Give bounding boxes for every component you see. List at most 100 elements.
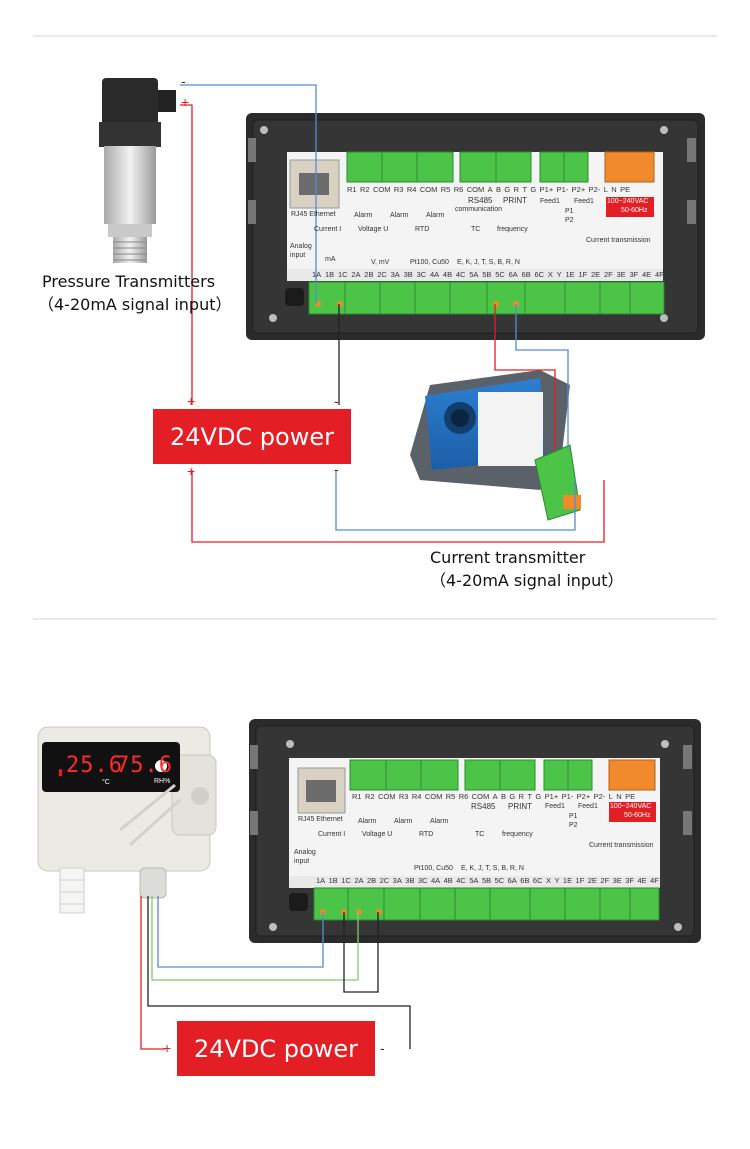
terminal-label: 4A <box>430 876 441 885</box>
terminal-label: 6C <box>534 270 545 279</box>
terminal-label: R3 <box>398 792 409 801</box>
terminal-label: 4B <box>443 876 453 885</box>
terminal-label: PE <box>625 792 636 801</box>
terminal-label: R <box>518 792 525 801</box>
wires-section-1 <box>180 84 605 543</box>
humidity-hum-unit: RH% <box>154 778 171 785</box>
humidity-temp-unit: °C <box>102 779 110 786</box>
terminal-label: N <box>616 792 622 801</box>
terminal-label: COM <box>419 185 438 194</box>
power2-minus-sign: - <box>380 1040 385 1056</box>
terminal-label: 2A <box>351 270 361 279</box>
current-transmission-label-1: Current transmission <box>586 237 651 244</box>
terminal-label: L <box>608 792 613 801</box>
power1-top-plus: + <box>187 393 196 409</box>
terminal-label: 2E <box>590 270 601 279</box>
terminal-label: R <box>513 185 520 194</box>
terminal-label: 1B <box>328 876 338 885</box>
power-minus-to-ct-wire <box>335 470 576 531</box>
analog-input-label-2: Analog input <box>294 849 316 865</box>
terminal-label: COM <box>471 792 490 801</box>
controller-panel-2 <box>249 719 701 943</box>
terminal-label: 3F <box>625 876 635 885</box>
current-transmitter-label: Current transmitter <box>430 548 586 567</box>
analog-input-label-1: Analog input <box>290 243 312 259</box>
terminal-label: COM <box>372 185 391 194</box>
terminal-label: 1C <box>341 876 351 885</box>
terminal-label: Y <box>554 876 560 885</box>
power2-plus-sign: + <box>163 1040 172 1056</box>
alarm-label-1a: Alarm <box>354 212 373 219</box>
feed1-label-2b: Feed1 <box>578 803 598 810</box>
terminal-label: R2 <box>364 792 375 801</box>
terminal-label: P2- <box>593 792 606 801</box>
current-transmitter-sublabel: （4-20mA signal input） <box>430 571 624 590</box>
terminal-label: B <box>500 792 506 801</box>
terminal-label: 1F <box>578 270 588 279</box>
humidity-black-wire <box>147 896 411 1049</box>
print-label-1: PRINT <box>503 196 527 205</box>
terminal-label: L <box>603 185 608 194</box>
terminal-label: 6A <box>507 876 517 885</box>
terminal-label: 5B <box>482 270 492 279</box>
terminal-label: R6 <box>453 185 464 194</box>
rtd-label-1: RTD <box>415 226 430 233</box>
power-block-2: 24VDC power <box>177 1021 375 1076</box>
terminal-label: R6 <box>458 792 469 801</box>
tc-types-label-1: E, K, J, T, S, B, R, N <box>457 259 520 266</box>
terminal-label: 3B <box>403 270 413 279</box>
terminal-label: 2C <box>377 270 387 279</box>
humidity-display-hum: 75.6 <box>116 753 173 778</box>
terminal-label: 1F <box>575 876 585 885</box>
terminal-label: 1B <box>324 270 335 279</box>
terminal-label: A <box>487 185 493 194</box>
terminal-label: R1 <box>347 185 357 194</box>
terminal-label: 4F <box>650 876 659 885</box>
terminal-label: X <box>547 270 553 279</box>
power1-bottom-minus: - <box>334 461 339 477</box>
wires-section-2 <box>140 896 411 1050</box>
terminal-label: 5C <box>495 270 505 279</box>
terminal-label: 5C <box>494 876 505 885</box>
power-plus-wire <box>191 470 605 543</box>
terminal-label: 2B <box>364 270 374 279</box>
supply-label-2: 100~240VAC <box>610 803 652 810</box>
feed1-label-1b: Feed1 <box>574 198 594 205</box>
terminal-label: 2B <box>366 876 377 885</box>
terminal-label: 3B <box>405 876 415 885</box>
rtd-label-2: RTD <box>419 831 434 838</box>
p1-label-2: P1 <box>569 813 578 820</box>
terminal-label: G <box>535 792 542 801</box>
pressure-minus-sign: - <box>181 73 186 89</box>
ethernet-label-1: RJ45 Ethernet <box>291 211 336 218</box>
terminal-label: 4F <box>654 270 664 279</box>
terminal-label: 3A <box>392 876 402 885</box>
terminal-label: 6B <box>520 876 530 885</box>
terminal-label: 1E <box>565 270 575 279</box>
power1-top-minus: - <box>334 393 339 409</box>
tc-label-2: TC <box>475 831 485 838</box>
voltage-u-label-2: Voltage U <box>362 831 393 838</box>
terminal-label: 2C <box>379 876 390 885</box>
feed1-label-1a: Feed1 <box>540 198 560 205</box>
rs485-label-1: RS485 <box>468 196 493 205</box>
6b-to-ct-wire <box>515 304 569 450</box>
terminal-label: T <box>527 792 533 801</box>
terminal-label: COM <box>466 185 485 194</box>
terminal-label: 4B <box>442 270 453 279</box>
terminal-label: 1A <box>312 270 322 279</box>
humidity-display-temp: 25.6 <box>66 753 123 778</box>
terminal-label: G <box>504 185 511 194</box>
controller-panel-1 <box>246 113 705 340</box>
terminal-label: 4A <box>429 270 440 279</box>
terminal-label: 5A <box>469 270 479 279</box>
terminal-label: 2F <box>603 270 613 279</box>
p1-label-1: P1 <box>565 208 574 215</box>
terminal-label: P1- <box>556 185 569 194</box>
ma-label-1: mA <box>325 256 336 263</box>
6a-to-ct-wire <box>494 304 556 450</box>
pressure-plus-sign: + <box>181 94 190 110</box>
